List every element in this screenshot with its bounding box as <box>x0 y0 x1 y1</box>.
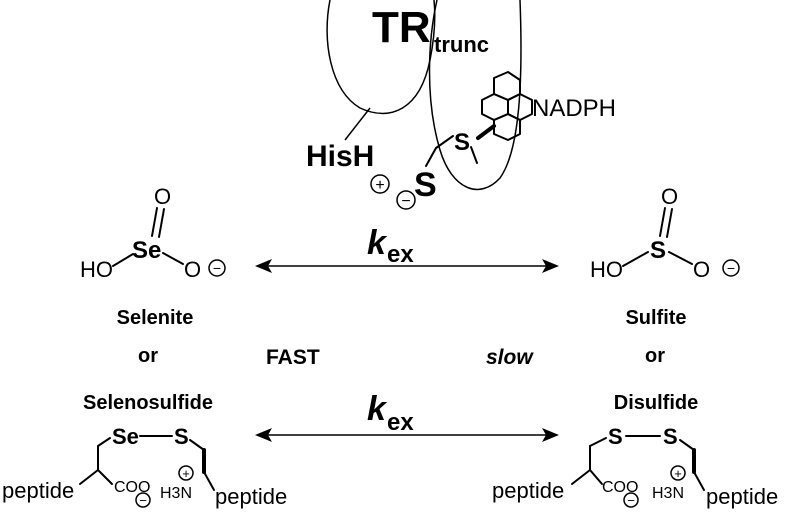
slow-label: slow <box>486 346 534 369</box>
selenite-ho-bond <box>112 253 134 267</box>
selenite-o-minus: O <box>184 257 201 282</box>
disulfide-peptide-right: peptide <box>706 484 778 509</box>
tr-label: TR <box>372 3 431 52</box>
disulfide-structure: S S peptide COO − + H3N peptide <box>492 424 778 509</box>
sulfur-label: S <box>454 129 470 156</box>
sulfite-charge-circle <box>722 259 740 277</box>
sulfite-o-bond <box>668 251 693 265</box>
kex-top-subscript: ex <box>387 241 414 268</box>
selenosulfide-s-label: S <box>174 424 189 449</box>
his-plus-charge-circle <box>370 174 390 194</box>
selenite-double-bond-b <box>158 208 165 238</box>
selenosulfide-h3n: H3N <box>160 485 192 502</box>
selenite-se-label: Se <box>132 237 161 264</box>
sulfite-structure: O S HO O − <box>590 184 740 282</box>
disulfide-name: Disulfide <box>614 392 698 414</box>
disulfide-coo: COO <box>602 479 638 496</box>
sulfite-o-minus: O <box>693 257 710 282</box>
sulfite-charge: − <box>727 260 735 276</box>
thiolate-minus-charge: − <box>401 193 410 210</box>
nadph-ring-icon <box>476 71 533 141</box>
selenite-name: Selenite <box>117 307 194 329</box>
selenosulfide-coo-charge: − <box>139 493 147 508</box>
selenosulfide-se-label: Se <box>112 424 139 449</box>
sulfite-o-top: O <box>661 184 678 209</box>
selenosulfide-coo: COO <box>114 479 150 496</box>
sulfite-s-label: S <box>650 237 666 264</box>
selenite-charge: − <box>213 260 221 276</box>
selenite-structure: O Se HO O − <box>80 184 226 282</box>
or-right: or <box>645 345 665 367</box>
sulfite-double-bond-a <box>659 207 666 237</box>
selenosulfide-peptide-left: peptide <box>2 478 74 503</box>
selenosulfide-name: Selenosulfide <box>83 392 213 414</box>
bottom-reaction: Se S peptide COO − + H3N peptide k ex <box>2 390 778 509</box>
kex-top-symbol: k <box>367 224 388 262</box>
selenite-charge-circle <box>208 259 226 277</box>
kex-bottom-subscript: ex <box>387 409 414 436</box>
disulfide-h3n: H3N <box>652 485 684 502</box>
selenite-o-bond <box>162 252 184 265</box>
selenosulfide-peptide-right: peptide <box>215 484 287 509</box>
sulfite-name: Sulfite <box>625 307 686 329</box>
disulfide-coo-charge: − <box>627 493 635 508</box>
selenite-ho-label: HO <box>80 257 113 282</box>
kex-bottom-symbol: k <box>367 390 388 428</box>
selenite-double-bond-a <box>151 207 158 237</box>
selenosulfide-nh-charge: + <box>182 466 190 481</box>
sulfite-ho-bond <box>622 251 649 267</box>
his-plus-charge: + <box>375 177 384 194</box>
top-equilibrium-arrow <box>255 259 559 273</box>
enzyme-domain-left-outline <box>326 0 436 115</box>
nadph-label: NADPH <box>532 95 616 122</box>
thiolate-minus-charge-circle <box>396 190 416 210</box>
disulfide-peptide-left: peptide <box>492 478 564 503</box>
sulfite-ho-label: HO <box>590 257 623 282</box>
his-bond <box>344 107 371 141</box>
top-reaction: O Se HO O − k ex O S HO <box>80 184 740 282</box>
disulfide-s1-label: S <box>608 424 623 449</box>
middle-labels: Selenite Sulfite or or FAST slow Selenos… <box>83 307 698 414</box>
or-left: or <box>138 345 158 367</box>
his-label: HisH <box>306 140 374 173</box>
fast-label: FAST <box>266 346 320 369</box>
selenosulfide-structure: Se S peptide COO − + H3N peptide <box>2 424 287 509</box>
selenite-o-top: O <box>154 184 171 209</box>
tr-subscript: trunc <box>434 32 489 57</box>
sulfite-double-bond-b <box>666 208 673 238</box>
thiolate-s-label: S <box>414 166 437 204</box>
enzyme-domain-right-outline <box>428 0 522 191</box>
s-bridge-bond <box>435 135 454 149</box>
disulfide-s2-label: S <box>663 424 678 449</box>
enzyme-schematic: TR trunc HisH + − S S NADPH <box>306 0 616 210</box>
thiolate-bond <box>425 147 437 167</box>
disulfide-nh-charge: + <box>674 466 682 481</box>
sulfur-down-bond <box>470 146 478 164</box>
bottom-equilibrium-arrow <box>255 428 559 442</box>
